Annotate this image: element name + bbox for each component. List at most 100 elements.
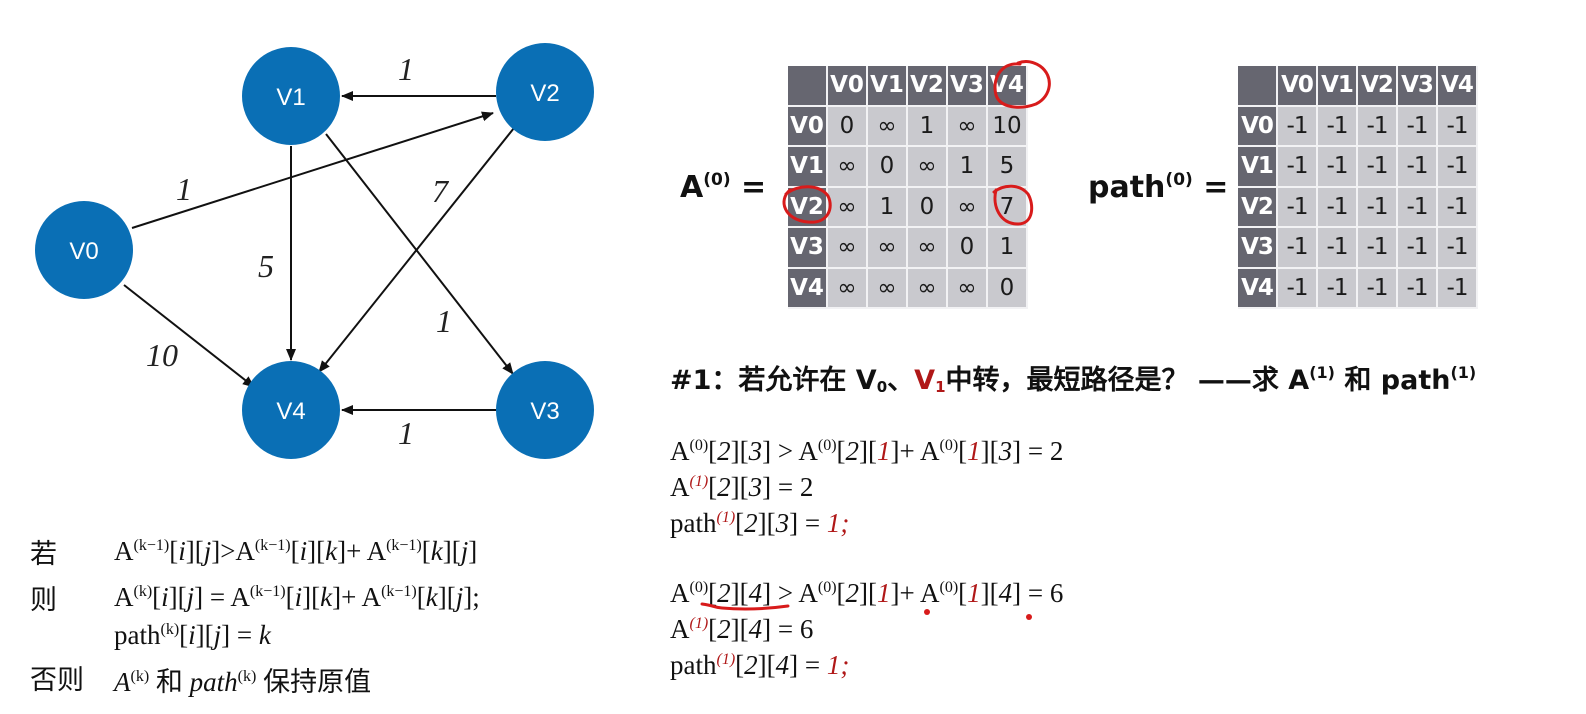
matrix-cell: ∞ bbox=[948, 268, 988, 309]
idx: 3 bbox=[775, 508, 790, 538]
matrix-cell: -1 bbox=[1318, 147, 1358, 188]
matrix-cell: -1 bbox=[1438, 147, 1478, 188]
sup: (k) bbox=[133, 583, 153, 600]
matrix-cell: -1 bbox=[1438, 106, 1478, 147]
sup-k: (1) bbox=[689, 473, 709, 490]
matrix-cell: 0 bbox=[868, 147, 908, 188]
weight-v3-v4: 1 bbox=[398, 415, 414, 451]
weight-v2-v4: 7 bbox=[432, 173, 450, 209]
rule-then-a: A(k)[i][j] = A(k−1)[i][k]+ A(k−1)[k][j]; bbox=[114, 582, 480, 612]
weight-v0-v4: 10 bbox=[146, 337, 178, 373]
col-header: V3 bbox=[948, 66, 988, 107]
matrix-cell: -1 bbox=[1278, 106, 1318, 147]
question-middle: 中转，最短路径是？ ——求 A bbox=[945, 365, 1310, 396]
calc-assign-a-2-3: A(1)[2][3] = 2 bbox=[670, 472, 814, 502]
sup: (0) bbox=[817, 579, 837, 596]
col-header: V3 bbox=[1398, 66, 1438, 107]
matrix-cell: -1 bbox=[1358, 228, 1398, 269]
matrix-cell: ∞ bbox=[828, 187, 868, 228]
edge-weights: 1 1 7 5 1 10 1 bbox=[146, 51, 452, 451]
path-word: path bbox=[670, 508, 717, 538]
graph-edges bbox=[123, 91, 515, 415]
matrix-row: V3 ∞ ∞ ∞ 0 1 bbox=[788, 228, 1028, 269]
weight-v2-v1: 1 bbox=[398, 51, 414, 87]
question-and: 和 path bbox=[1334, 365, 1451, 396]
weight-v1-v4: 5 bbox=[258, 248, 274, 284]
graph-nodes: V0 V1 V2 V3 V4 bbox=[35, 43, 594, 459]
matrix-cell: -1 bbox=[1318, 187, 1358, 228]
idx: 2 bbox=[717, 578, 731, 608]
rule-else-text: A(k) 和 path(k) 保持原值 bbox=[114, 667, 372, 698]
calc-assign-a-2-4: A(1)[2][4] = 6 bbox=[670, 614, 814, 644]
col-header: V0 bbox=[828, 66, 868, 107]
matrix-cell: 1 bbox=[868, 187, 908, 228]
question-v0-sub: 0 bbox=[876, 378, 888, 396]
sup: (k−1) bbox=[133, 537, 170, 554]
dot-k-mark bbox=[924, 609, 930, 615]
idx-k: 1 bbox=[877, 578, 891, 608]
idx: 4 bbox=[748, 578, 763, 608]
calc-compare-2-4: A(0)[2][4] > A(0)[2][1]+ A(0)[1][4] = 6 bbox=[670, 578, 1064, 608]
matrix-cell: ∞ bbox=[948, 187, 988, 228]
row-header: V1 bbox=[788, 147, 828, 188]
rule-if-condition: A(k−1)[i][j]>A(k−1)[i][k]+ A(k−1)[k][j] bbox=[114, 536, 478, 566]
matrix-cell: -1 bbox=[1398, 187, 1438, 228]
matrix-cell: -1 bbox=[1398, 106, 1438, 147]
path-word: path bbox=[189, 667, 238, 697]
weight-v0-v2: 1 bbox=[176, 171, 192, 207]
matrix-cell: 1 bbox=[988, 228, 1028, 269]
sup: (k) bbox=[130, 668, 150, 685]
matrix-cell: ∞ bbox=[828, 147, 868, 188]
sup: (0) bbox=[939, 579, 959, 596]
node-v4: V4 bbox=[242, 361, 340, 459]
sup: (0) bbox=[817, 437, 837, 454]
matrix-row: V1 ∞ 0 ∞ 1 5 bbox=[788, 147, 1028, 188]
matrix-cell: -1 bbox=[1318, 106, 1358, 147]
matrix-cell: ∞ bbox=[828, 228, 868, 269]
matrix-cell: ∞ bbox=[868, 106, 908, 147]
matrix-row: V0 -1 -1 -1 -1 -1 bbox=[1238, 106, 1478, 147]
idx: 2 bbox=[845, 436, 860, 466]
row-header: V1 bbox=[1238, 147, 1278, 188]
matrix-row: V2 ∞ 1 0 ∞ 7 bbox=[788, 187, 1028, 228]
idx: 2 bbox=[717, 614, 731, 644]
matrix-cell: 10 bbox=[988, 106, 1028, 147]
path-word: path bbox=[670, 650, 717, 680]
and-text: 和 bbox=[155, 667, 183, 698]
matrix-cell: ∞ bbox=[828, 268, 868, 309]
node-label: V2 bbox=[530, 80, 559, 107]
equals-sign: = bbox=[741, 170, 767, 205]
matrix-cell: -1 bbox=[1278, 147, 1318, 188]
matrix-cell: -1 bbox=[1278, 228, 1318, 269]
matrix-corner bbox=[1238, 66, 1278, 107]
question-v1-letter: V bbox=[914, 365, 936, 396]
question-a-sup: (1) bbox=[1309, 363, 1335, 382]
matrix-cell: -1 bbox=[1358, 268, 1398, 309]
path-matrix: V0 V1 V2 V3 V4 V0 -1 -1 -1 -1 -1 V1 -1 -… bbox=[1238, 66, 1478, 309]
node-label: V4 bbox=[276, 398, 305, 425]
matrix-cell: -1 bbox=[1358, 147, 1398, 188]
matrix-cell: 5 bbox=[988, 147, 1028, 188]
matrix-cell: 0 bbox=[828, 106, 868, 147]
node-label: V3 bbox=[530, 398, 559, 425]
idx-k: 1 bbox=[967, 578, 981, 608]
row-header: V4 bbox=[788, 268, 828, 309]
sup: (k−1) bbox=[254, 537, 291, 554]
matrix-header-row: V0 V1 V2 V3 V4 bbox=[1238, 66, 1478, 107]
idx: 2 bbox=[845, 578, 860, 608]
matrix-cell: -1 bbox=[1278, 268, 1318, 309]
distance-matrix: V0 V1 V2 V3 V4 V0 0 ∞ 1 ∞ 10 V1 ∞ 0 ∞ 1 … bbox=[788, 66, 1028, 309]
edge-v0-v2 bbox=[131, 111, 494, 229]
matrix-cell: 0 bbox=[988, 268, 1028, 309]
matrix-cell: -1 bbox=[1318, 228, 1358, 269]
matrix-cell: ∞ bbox=[948, 106, 988, 147]
row-header: V0 bbox=[788, 106, 828, 147]
rule-then-path: path(k)[i][j] = k bbox=[114, 620, 271, 650]
col-header: V2 bbox=[908, 66, 948, 107]
sup: (k−1) bbox=[386, 537, 422, 554]
weight-v1-v3: 1 bbox=[436, 303, 452, 339]
idx: 4 bbox=[748, 614, 763, 644]
matrix-cell: -1 bbox=[1438, 187, 1478, 228]
value: 6 bbox=[1049, 578, 1064, 608]
idx: 4 bbox=[998, 578, 1013, 608]
